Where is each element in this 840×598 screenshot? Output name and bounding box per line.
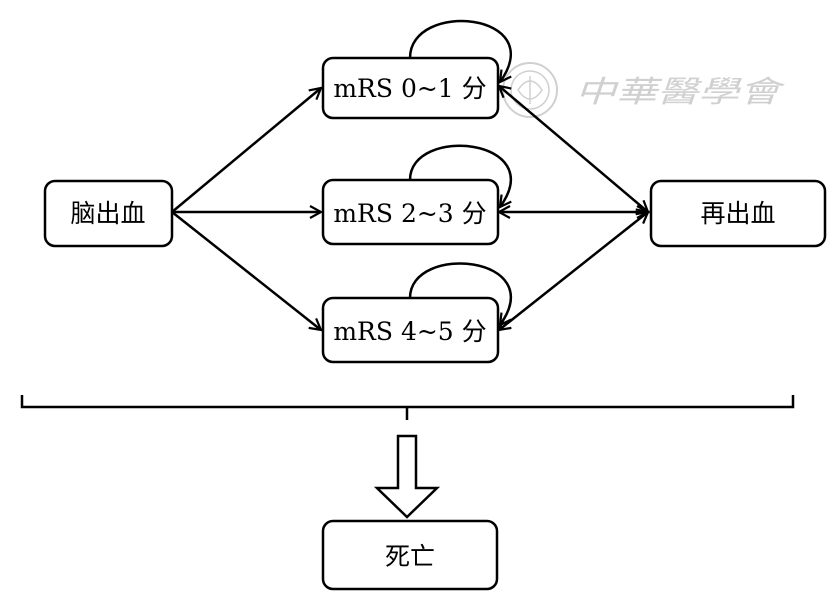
- edge-ich-to-mrs01: [171, 88, 321, 213]
- node-mrs45-label: mRS 4~5 分: [333, 317, 486, 346]
- hollow-down-arrow-icon: [373, 434, 441, 519]
- edge-mrs45-rebleed: [499, 212, 648, 330]
- node-mrs23-label: mRS 2~3 分: [333, 199, 486, 228]
- watermark-seal-icon: [502, 62, 558, 118]
- self-loop-mrs23: [408, 144, 512, 207]
- node-mrs45: mRS 4~5 分: [321, 296, 500, 364]
- group-brace: [20, 395, 795, 409]
- self-loop-mrs45: [408, 262, 512, 325]
- node-mrs01-label: mRS 0~1 分: [333, 74, 486, 103]
- node-ich-label: 脑出血: [70, 199, 145, 228]
- edge-mrs01-rebleed: [499, 86, 648, 212]
- node-ich: 脑出血: [43, 179, 174, 248]
- watermark-text: 中華醫學會: [575, 75, 785, 110]
- watermark: 中華醫學會: [502, 62, 785, 118]
- node-rebleed-label: 再出血: [700, 199, 775, 228]
- node-mrs23: mRS 2~3 分: [321, 178, 500, 246]
- node-death: 死亡: [321, 519, 499, 591]
- node-death-label: 死亡: [385, 542, 435, 571]
- edge-ich-to-mrs45: [171, 211, 321, 330]
- self-loop-mrs01: [408, 19, 512, 82]
- node-mrs01: mRS 0~1 分: [321, 56, 500, 120]
- edges: [171, 19, 648, 330]
- node-rebleed: 再出血: [649, 179, 827, 248]
